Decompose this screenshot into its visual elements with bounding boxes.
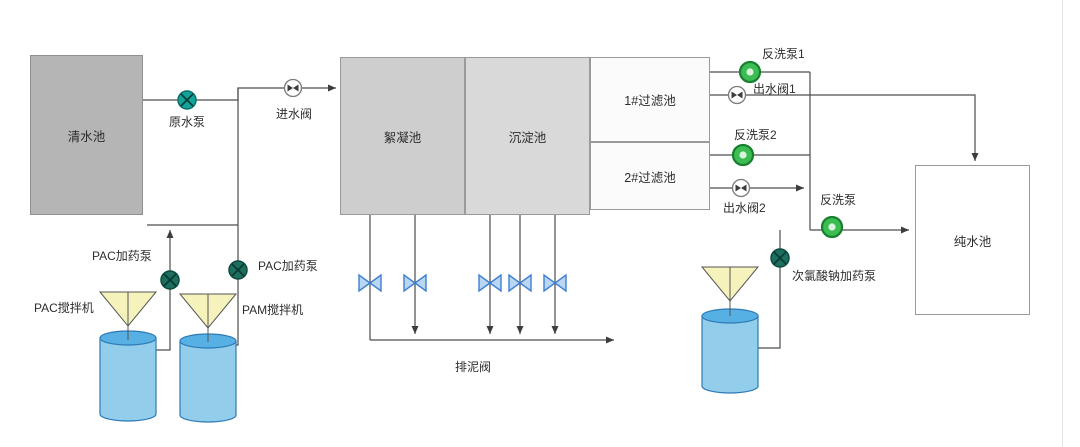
- pac-mixer-tank-icon: [99, 330, 157, 422]
- tank-filter-2-label: 2#过滤池: [624, 170, 676, 185]
- outlet-valve-2-icon[interactable]: [731, 178, 751, 198]
- sludge-valve-icon-1[interactable]: [358, 273, 382, 293]
- pac-mixer-funnel-icon: [98, 291, 158, 340]
- sludge-valve-icon-3[interactable]: [478, 273, 502, 293]
- pam-mixer-funnel-icon: [178, 293, 238, 342]
- pipe-naclo-dosing: [756, 230, 781, 349]
- naclo-funnel-icon: [700, 266, 760, 316]
- raw-water-pump-icon[interactable]: [177, 90, 197, 110]
- backwash-pump-2-icon[interactable]: [731, 143, 755, 167]
- tank-clear-water-label: 清水池: [67, 129, 106, 144]
- tank-pure-water-label: 纯水池: [953, 234, 992, 249]
- pipe-pac-dosing: [156, 230, 174, 351]
- raw-water-pump-label: 原水泵: [168, 115, 205, 129]
- naclo-tank-icon: [701, 308, 759, 394]
- pam-mixer-tank-icon: [179, 333, 237, 423]
- sludge-valve-label: 排泥阀: [454, 360, 491, 374]
- naclo-dosing-pump-icon[interactable]: [770, 248, 790, 268]
- tank-flocculation-label: 絮凝池: [383, 130, 422, 145]
- tank-sedimentation-label: 沉淀池: [508, 130, 547, 145]
- pac-dosing-pump-2-label: PAC加药泵: [258, 259, 318, 273]
- sludge-valve-icon-5[interactable]: [543, 273, 567, 293]
- tank-filter-1-label: 1#过滤池: [624, 94, 676, 108]
- tank-clear-water: 清水池: [30, 55, 143, 215]
- sludge-valve-icon-2[interactable]: [403, 273, 427, 293]
- backwash-pump-1-icon[interactable]: [738, 60, 762, 84]
- sludge-valve-icon-4[interactable]: [508, 273, 532, 293]
- backwash-pump-1-label: 反洗泵1: [762, 47, 805, 61]
- pipe-outlet-1: [710, 94, 979, 161]
- backwash-pump-2-label: 反洗泵2: [734, 128, 777, 142]
- pac-dosing-pump-2-icon[interactable]: [228, 260, 248, 280]
- outlet-valve-1-label: 出水阀1: [753, 82, 796, 96]
- inlet-valve-icon[interactable]: [283, 78, 303, 98]
- backwash-pump-icon[interactable]: [820, 215, 844, 239]
- pac-mixer-label: PAC搅拌机: [34, 301, 94, 315]
- pam-mixer-label: PAM搅拌机: [242, 303, 304, 317]
- naclo-dosing-pump-label: 次氯酸钠加药泵: [792, 269, 877, 283]
- tank-filter-2: 2#过滤池: [590, 142, 710, 210]
- tank-pure-water: 纯水池: [915, 165, 1030, 315]
- tank-filter-1: 1#过滤池: [590, 57, 710, 142]
- pac-dosing-pump-1-icon[interactable]: [160, 270, 180, 290]
- cylinder-body: [99, 337, 157, 422]
- outlet-valve-1-icon[interactable]: [727, 85, 747, 105]
- canvas-edge: [1062, 0, 1063, 447]
- pac-dosing-pump-1-label: PAC加药泵: [92, 249, 152, 263]
- cylinder-body: [701, 315, 759, 394]
- tank-flocculation: 絮凝池: [340, 57, 465, 215]
- cylinder-body: [179, 340, 237, 423]
- tank-sedimentation: 沉淀池: [465, 57, 590, 215]
- pipe-feed: [143, 84, 336, 101]
- inlet-valve-label: 进水阀: [275, 107, 312, 121]
- outlet-valve-2-label: 出水阀2: [723, 201, 766, 215]
- backwash-pump-label: 反洗泵: [820, 193, 857, 207]
